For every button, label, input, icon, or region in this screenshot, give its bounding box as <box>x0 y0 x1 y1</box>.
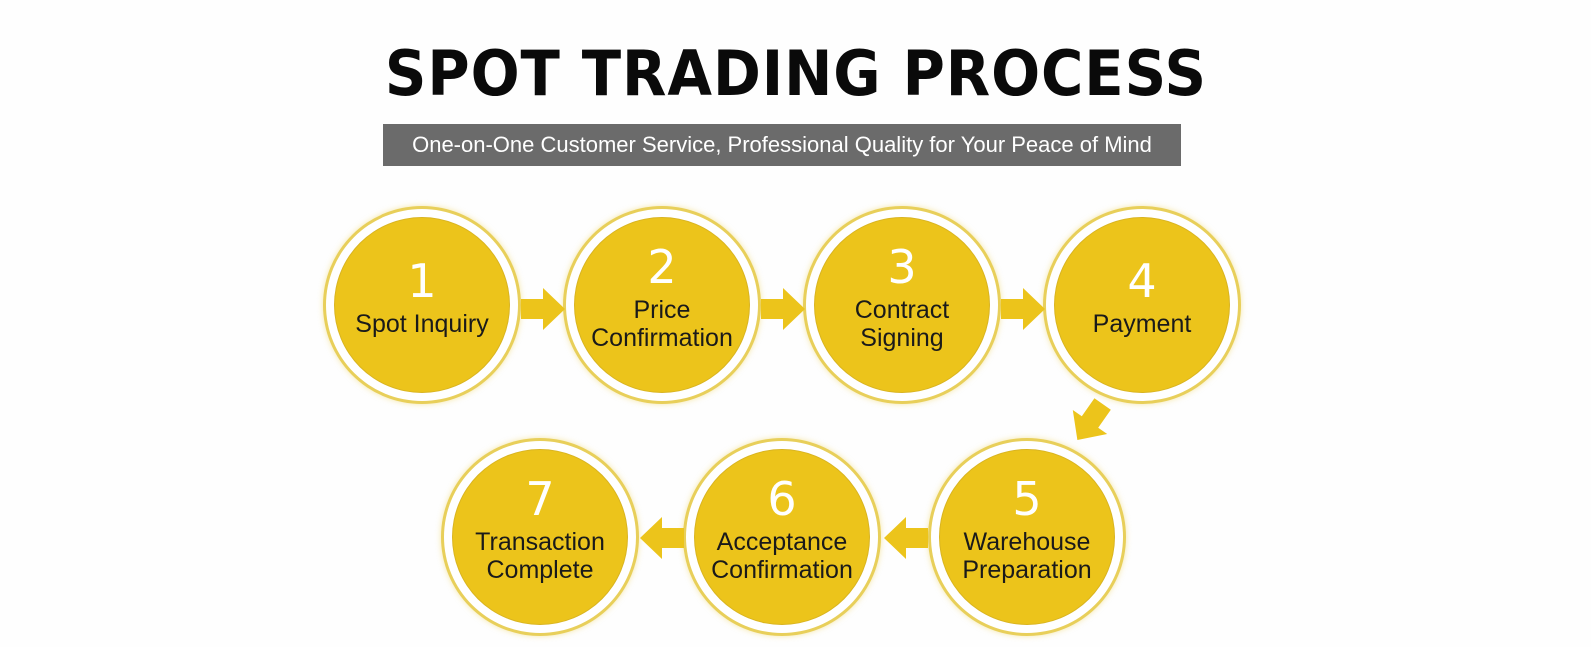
title-text: SPOT TRADING PROCESS <box>384 37 1207 110</box>
step-number: 2 <box>647 240 677 294</box>
step-label: Price Confirmation <box>591 296 733 352</box>
subtitle-banner: One-on-One Customer Service, Professiona… <box>383 124 1181 166</box>
arrow-right-icon <box>761 288 805 330</box>
arrow-right-icon <box>521 288 565 330</box>
step-label: Payment <box>1092 310 1192 338</box>
arrow-left-icon <box>640 517 684 559</box>
step-label: Contract Signing <box>854 296 950 352</box>
step-number: 3 <box>887 240 917 294</box>
step-label: Warehouse Preparation <box>962 528 1092 584</box>
step-number: 6 <box>767 472 797 526</box>
arrow-down-left-icon <box>1072 398 1111 441</box>
step-label: Acceptance Confirmation <box>711 528 853 584</box>
step-label: Transaction Complete <box>475 528 605 584</box>
step-number: 1 <box>407 254 437 308</box>
step-label: Spot Inquiry <box>355 310 489 338</box>
arrow-right-icon <box>1001 288 1045 330</box>
step-number: 4 <box>1127 254 1157 308</box>
step-number: 5 <box>1012 472 1042 526</box>
arrow-left-icon <box>884 517 928 559</box>
step-number: 7 <box>525 472 555 526</box>
page-title: SPOT TRADING PROCESS <box>0 36 1591 112</box>
